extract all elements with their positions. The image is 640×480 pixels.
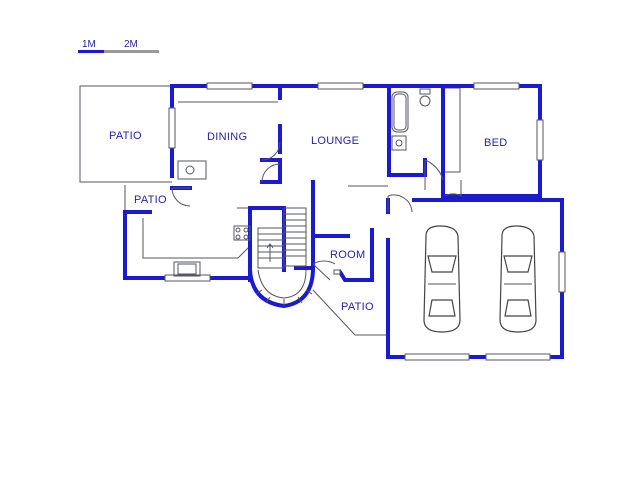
bathtub-icon xyxy=(391,91,409,133)
scale-label-2m: 2M xyxy=(124,39,138,50)
scale-segment-light xyxy=(104,50,159,53)
bathroom xyxy=(391,88,431,151)
window xyxy=(333,269,341,275)
door-swing xyxy=(261,163,281,183)
staircase-icon xyxy=(257,207,307,269)
kitchen xyxy=(173,160,251,277)
door-swing xyxy=(261,141,281,161)
doors xyxy=(171,141,462,281)
room-label-room: ROOM xyxy=(330,249,365,261)
spiral-staircase-icon xyxy=(247,267,316,309)
door-swing xyxy=(444,180,462,197)
window xyxy=(168,107,176,149)
window xyxy=(485,353,551,361)
car-icon xyxy=(499,225,537,333)
stove-icon xyxy=(233,225,251,241)
sink-icon xyxy=(185,165,195,175)
room-label-patio-bottom: PATIO xyxy=(341,301,374,313)
window xyxy=(558,251,566,293)
room-label-bed: BED xyxy=(484,137,508,149)
scale-label-1m: 1M xyxy=(82,39,96,50)
window xyxy=(473,82,520,90)
scale-segment-dark xyxy=(78,50,104,53)
door-swing xyxy=(424,159,444,190)
window xyxy=(164,274,211,282)
window xyxy=(206,82,253,90)
room-label-lounge: LOUNGE xyxy=(311,135,359,147)
toilet-icon xyxy=(419,95,431,107)
window xyxy=(536,119,544,161)
window xyxy=(404,353,470,361)
walls xyxy=(123,84,564,359)
door-swing xyxy=(312,260,336,281)
room-label-dining: DINING xyxy=(207,131,247,143)
scale-bar: 1M 2M xyxy=(78,39,159,53)
car-icon xyxy=(423,225,461,333)
door-swing xyxy=(387,194,413,213)
door-swing xyxy=(171,187,191,207)
sink-icon xyxy=(177,263,197,275)
windows xyxy=(164,82,566,361)
window xyxy=(317,82,364,90)
room-label-patio: PATIO xyxy=(109,130,142,142)
basin-icon xyxy=(391,135,407,151)
room-label-patio-small: PATIO xyxy=(134,194,167,206)
